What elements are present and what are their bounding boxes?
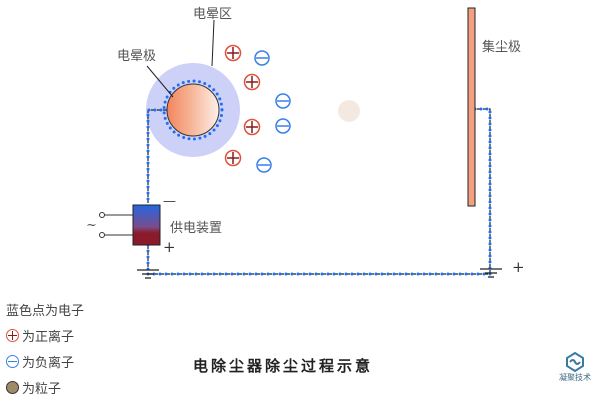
legend-item-negative: 为负离子 bbox=[6, 352, 74, 371]
logo-icon bbox=[566, 352, 584, 372]
negative-ions bbox=[254, 50, 291, 173]
corona-electrode bbox=[166, 83, 220, 137]
positive-ions bbox=[224, 44, 261, 167]
legend-label: 为正离子 bbox=[22, 330, 75, 345]
legend-item-particle: 为粒子 bbox=[6, 378, 61, 397]
electrons-ring bbox=[162, 79, 224, 141]
ground-icon bbox=[480, 268, 502, 278]
collector-plate-label: 集尘极 bbox=[482, 40, 522, 55]
watermark-text: 凝聚技术 bbox=[559, 373, 591, 382]
legend-label: 为粒子 bbox=[22, 382, 62, 397]
watermark-logo: 凝聚技术 bbox=[555, 352, 595, 383]
ac-symbol: ~ bbox=[86, 218, 97, 233]
zone-pointer bbox=[211, 19, 215, 67]
positive-ion-icon bbox=[6, 329, 19, 342]
ground-plus-sign: + bbox=[512, 258, 525, 276]
particle-icon bbox=[6, 381, 19, 394]
corona-zone-label: 电晕区 bbox=[193, 7, 233, 22]
collector-plate bbox=[467, 7, 476, 207]
plus-sign: + bbox=[163, 238, 176, 256]
power-supply bbox=[132, 204, 161, 246]
legend-heading: 蓝色点为电子 bbox=[6, 304, 85, 319]
corona-electrode-label: 电晕极 bbox=[117, 49, 157, 64]
legend-label: 为负离子 bbox=[22, 356, 75, 371]
dust-particle bbox=[338, 100, 360, 122]
ground-icon bbox=[137, 269, 159, 279]
power-supply-label: 供电装置 bbox=[170, 221, 223, 236]
electrode-pointer bbox=[146, 65, 174, 98]
negative-ion-icon bbox=[6, 355, 19, 368]
diagram-title: 电除尘器除尘过程示意 bbox=[193, 357, 374, 375]
legend-item-positive: 为正离子 bbox=[6, 326, 74, 345]
wires bbox=[99, 107, 492, 276]
minus-sign: — bbox=[163, 194, 176, 209]
